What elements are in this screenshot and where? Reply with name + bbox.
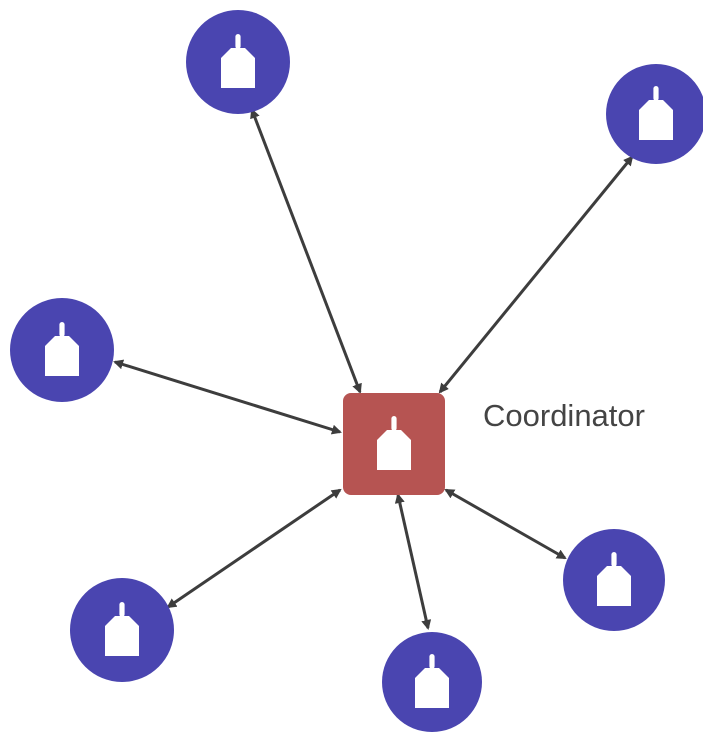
node-top-right [606,64,703,164]
link-arrow-node-bottom-right [444,488,567,560]
coordinator-label: Coordinator [483,398,645,433]
node-top [186,10,290,114]
link-arrow-node-left [113,359,342,435]
node-bottom-right [563,529,665,631]
node-bottom [382,632,482,732]
node-left [10,298,114,402]
coordinator-node [343,393,445,495]
node-bottom-left [70,578,174,682]
link-arrow-node-bottom [394,493,432,630]
link-arrow-node-top-right [438,155,634,394]
links-layer [113,108,634,630]
link-arrow-node-top [250,108,362,394]
nodes-layer [10,10,703,732]
link-arrow-node-bottom-left [166,488,342,609]
